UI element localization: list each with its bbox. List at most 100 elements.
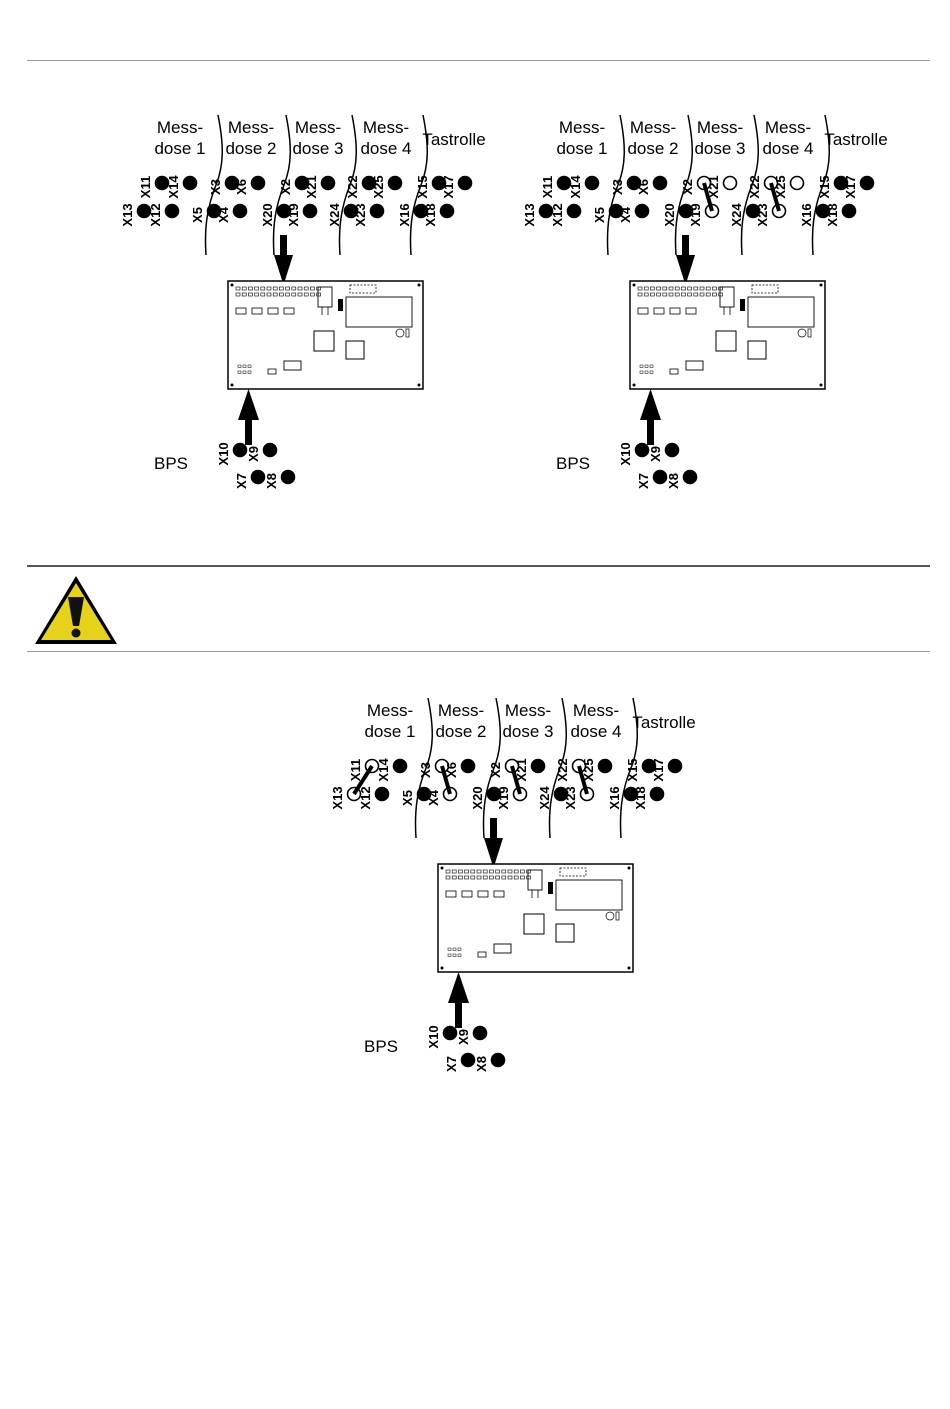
board-pad xyxy=(310,292,315,297)
pin-dot xyxy=(556,175,572,191)
board-pad xyxy=(643,286,649,291)
pin-label: X24 xyxy=(537,786,552,810)
section-divider xyxy=(482,697,502,839)
section-label-line: Mess- xyxy=(438,701,484,720)
board-pad xyxy=(470,875,476,880)
jumper-wire xyxy=(702,182,714,212)
board-ic-large xyxy=(345,296,413,328)
section-label-line: Mess- xyxy=(367,701,413,720)
section-label-line: dose 2 xyxy=(225,139,276,158)
board-regulator xyxy=(527,869,543,891)
board-pad xyxy=(637,286,643,291)
pin-dot xyxy=(538,203,554,219)
jumper-wire xyxy=(577,765,589,795)
pin-dot xyxy=(553,786,569,802)
pin-label: X3 xyxy=(208,179,223,195)
board-resistor xyxy=(477,890,489,898)
board-ic xyxy=(313,330,335,352)
mount-hole xyxy=(632,283,636,287)
board-pad xyxy=(241,292,247,297)
pin-dot xyxy=(745,203,761,219)
mount-hole xyxy=(440,866,444,870)
section-label: Mess-dose 1 xyxy=(556,118,607,158)
arrow-shaft xyxy=(245,415,252,445)
pin-label: X20 xyxy=(260,203,275,226)
board-pad xyxy=(279,286,284,291)
pin-label: X4 xyxy=(216,206,231,223)
section-label: Mess-dose 2 xyxy=(435,701,486,741)
pin-label: X7 xyxy=(444,1056,459,1072)
board-jumper xyxy=(405,328,410,338)
pin-label: X22 xyxy=(345,175,360,198)
section-label: Mess-dose 2 xyxy=(225,118,276,158)
arrow-up-icon xyxy=(640,389,661,420)
board-pad xyxy=(248,292,253,297)
pin-label: X13 xyxy=(120,203,135,226)
board-pad xyxy=(458,869,463,874)
board-pad xyxy=(639,364,644,368)
mount-hole xyxy=(632,383,636,387)
pin-dot xyxy=(262,442,278,458)
board-pad xyxy=(495,875,500,880)
board-resistor xyxy=(461,890,473,898)
section-label: Mess-dose 1 xyxy=(364,701,415,741)
board-resistor xyxy=(251,307,263,315)
section-label-line: dose 3 xyxy=(694,139,745,158)
pin-dot xyxy=(460,758,476,774)
pin-dot xyxy=(232,203,248,219)
pin-dot xyxy=(387,175,403,191)
board-pad xyxy=(241,286,247,291)
board-pad xyxy=(458,875,463,880)
pin-label: X12 xyxy=(550,203,565,226)
section-label-line: dose 3 xyxy=(502,722,553,741)
pin-label: X25 xyxy=(371,175,386,198)
board-pad xyxy=(451,875,457,880)
pin-label: X14 xyxy=(376,758,391,782)
mount-hole xyxy=(230,283,234,287)
board-resistor xyxy=(669,307,681,315)
pin-dot xyxy=(343,203,359,219)
section-label-line: dose 2 xyxy=(627,139,678,158)
board-pad xyxy=(699,286,705,291)
pin-dot xyxy=(634,442,650,458)
board-diode xyxy=(669,368,679,375)
board-pad xyxy=(272,286,278,291)
board-pad xyxy=(693,286,699,291)
section-divider xyxy=(606,114,626,256)
pin-label: X20 xyxy=(662,203,677,226)
section-label-line: Mess- xyxy=(697,118,743,137)
arrow-shaft xyxy=(682,235,689,260)
pin-label: X11 xyxy=(348,759,363,781)
board-ic-large xyxy=(555,879,623,911)
board-ic xyxy=(555,923,575,943)
section-label-line: Mess- xyxy=(573,701,619,720)
board-header xyxy=(338,299,343,311)
pin-label: X22 xyxy=(555,758,570,781)
section-label: Mess-dose 3 xyxy=(502,701,553,741)
pin-dot xyxy=(841,203,857,219)
pin-dot xyxy=(232,442,248,458)
pin-dot xyxy=(490,1052,506,1068)
pin-dot xyxy=(206,203,222,219)
pin-label: X12 xyxy=(148,203,163,226)
pin-label: X17 xyxy=(651,758,666,781)
pin-dot xyxy=(136,203,152,219)
pin-label: X16 xyxy=(607,786,622,809)
board-pad xyxy=(643,292,649,297)
board-pad xyxy=(237,364,242,368)
pin-label: X25 xyxy=(581,758,596,781)
pin-label: X21 xyxy=(706,175,721,198)
board-pad xyxy=(291,286,297,291)
board-ic xyxy=(345,340,365,360)
pin-dot xyxy=(250,175,266,191)
board-pad xyxy=(452,953,457,957)
pin-label: X11 xyxy=(540,176,555,198)
board-pad xyxy=(476,875,482,880)
board-pad xyxy=(693,292,699,297)
section-label: Mess-dose 4 xyxy=(762,118,813,158)
board-pad xyxy=(260,286,266,291)
pin-label: X5 xyxy=(190,207,205,223)
pin-dot xyxy=(859,175,875,191)
